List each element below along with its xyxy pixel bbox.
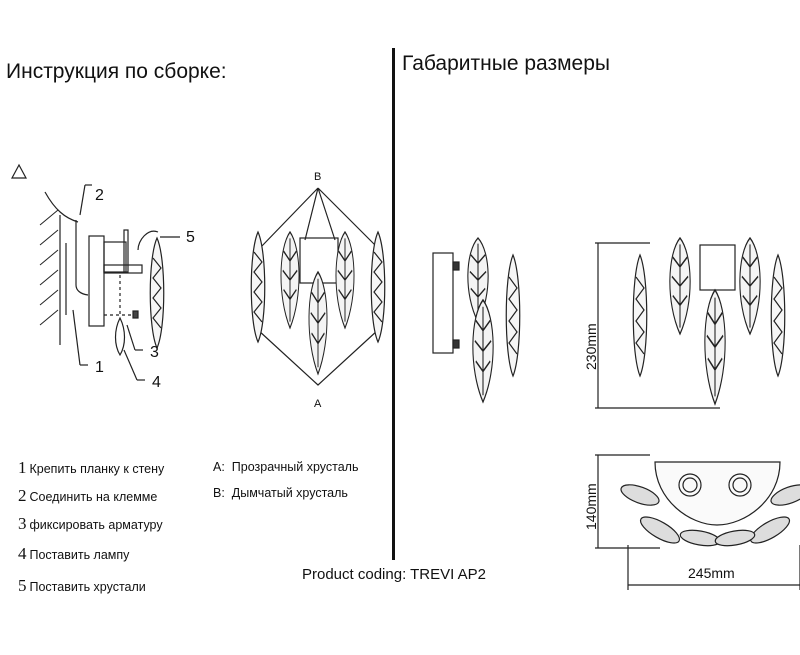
svg-text:3: 3 <box>150 344 159 361</box>
dimensions-heading: Габаритные размеры <box>402 52 610 75</box>
svg-text:4: 4 <box>152 374 161 391</box>
warning-icon <box>10 163 28 179</box>
dimension-side-view <box>432 237 521 404</box>
legend-a: A: Прозрачный хрусталь <box>213 460 359 474</box>
dimension-front-view: 230mm <box>583 237 786 409</box>
legend-b: B: Дымчатый хрусталь <box>213 486 348 500</box>
svg-text:140mm: 140mm <box>583 483 599 530</box>
svg-text:B: B <box>314 171 321 183</box>
assembly-front-view: B A <box>250 171 386 410</box>
divider <box>392 48 395 560</box>
svg-text:2: 2 <box>95 187 104 204</box>
svg-text:1: 1 <box>95 359 104 376</box>
svg-text:A: A <box>314 398 322 410</box>
assembly-heading: Инструкция по сборке: <box>6 60 227 83</box>
product-coding: Product coding: TREVI AP2 <box>302 566 486 583</box>
svg-text:245mm: 245mm <box>688 565 735 581</box>
svg-text:230mm: 230mm <box>583 323 599 370</box>
assembly-side-view: 2 1 3 4 5 <box>10 163 195 391</box>
dimension-top-view: 140mm 245mm <box>583 454 800 590</box>
svg-text:5: 5 <box>186 229 195 246</box>
